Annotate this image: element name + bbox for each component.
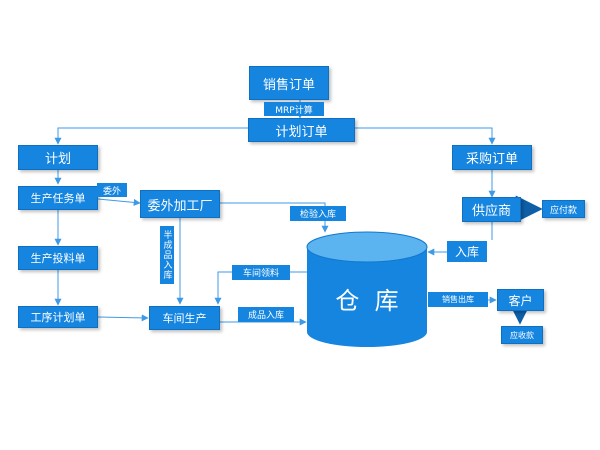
label-stock-in: 入库	[447, 241, 487, 262]
wire-plan-order-to-purchase	[355, 127, 496, 145]
node-plan[interactable]: 计划	[18, 145, 98, 170]
node-plan-order[interactable]: 计划订单	[248, 118, 355, 142]
node-outsource-factory[interactable]: 委外加工厂	[140, 190, 220, 218]
wire-task-to-outsource	[97, 198, 141, 206]
node-process-plan[interactable]: 工序计划单	[18, 306, 98, 328]
wire-plan-order-to-plan	[54, 127, 248, 145]
warehouse-cylinder	[306, 231, 428, 347]
node-sales-order[interactable]: 销售订单	[249, 66, 329, 100]
node-receivable[interactable]: 应收款	[501, 326, 543, 344]
node-payable[interactable]: 应付款	[542, 200, 585, 218]
node-customer[interactable]: 客户	[497, 289, 544, 311]
label-semi-finished-in: 半成品入库	[160, 226, 174, 284]
label-outsource: 委外	[97, 183, 127, 197]
node-material-issue[interactable]: 生产投料单	[18, 246, 98, 270]
node-warehouse[interactable]: 仓 库	[335, 286, 399, 315]
node-supplier[interactable]: 供应商	[462, 197, 521, 222]
label-inspection-in: 检验入库	[290, 206, 346, 221]
label-mrp: MRP计算	[264, 102, 324, 116]
label-sales-out: 销售出库	[428, 292, 488, 307]
label-finished-in: 成品入库	[238, 307, 294, 322]
node-workshop-production[interactable]: 车间生产	[149, 306, 220, 330]
wire-process-to-workshop	[97, 314, 149, 322]
label-workshop-requisition: 车间领料	[232, 265, 290, 280]
node-production-task[interactable]: 生产任务单	[18, 186, 98, 210]
wire-outsource-to-warehouse	[220, 202, 329, 233]
node-purchase-order[interactable]: 采购订单	[452, 145, 532, 170]
